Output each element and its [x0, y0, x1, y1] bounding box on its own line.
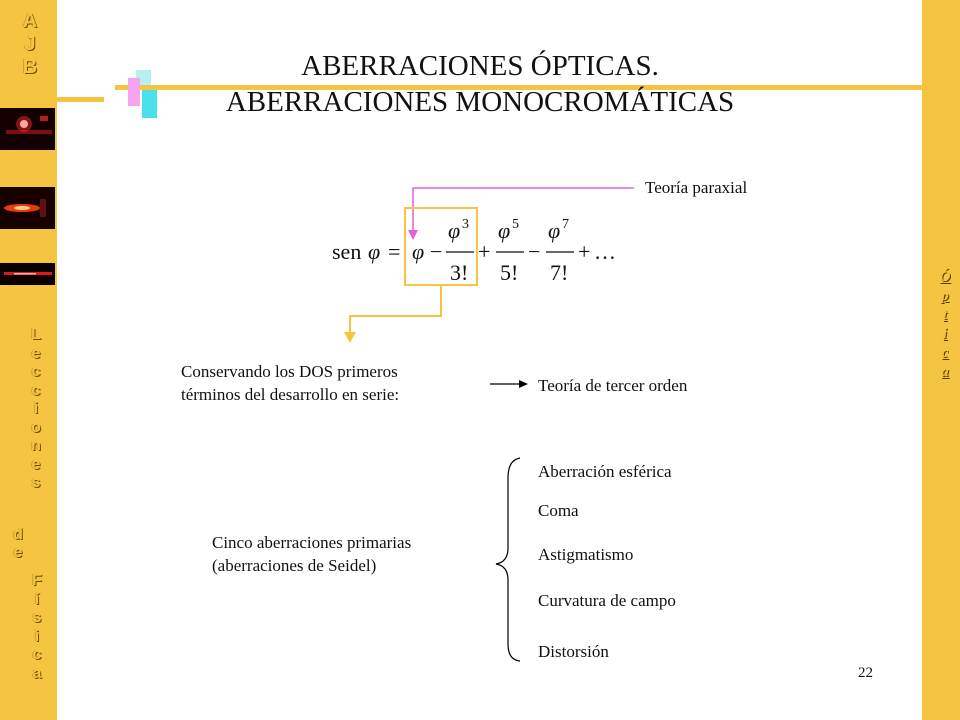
letter: d — [13, 526, 23, 543]
letter: c — [941, 345, 949, 361]
eq-ellipsis: … — [594, 239, 616, 264]
letter: c — [32, 646, 42, 663]
paraxial-arrow-head — [408, 230, 418, 240]
letter: p — [941, 288, 949, 304]
eq-exp-3: 3 — [462, 217, 469, 232]
eq-phi-lhs: φ — [368, 239, 380, 264]
taylor-series-equation: sen φ = φ − φ 3 3! + φ 5 5! − φ 7 7! + … — [332, 217, 616, 285]
letter: i — [942, 326, 948, 342]
letter: e — [13, 544, 23, 561]
eq-sign-1: − — [430, 239, 442, 264]
logo-letter: J — [24, 33, 36, 55]
paraxial-arrow — [412, 187, 634, 236]
eq-phi-5: φ — [498, 218, 510, 243]
eq-phi-3: φ — [448, 218, 460, 243]
eq-exp-7: 7 — [562, 217, 569, 232]
third-order-arrow-head — [519, 380, 528, 388]
letter: F — [32, 572, 42, 589]
letter: L — [31, 326, 41, 343]
letter: a — [32, 664, 42, 682]
keep-terms-line-1: Conservando los DOS primeros — [181, 362, 398, 381]
aberration-item: Distorsión — [538, 642, 609, 661]
eq-plus: + — [578, 239, 590, 264]
eq-exp-5: 5 — [512, 217, 519, 232]
logo-letter: A — [22, 10, 38, 32]
eq-den-1: 3! — [450, 260, 468, 285]
decor-square-pink — [128, 78, 140, 106]
header-rule-short — [57, 97, 104, 102]
right-sidebar — [922, 0, 960, 720]
aberrations-brace — [495, 457, 521, 662]
aberration-item: Coma — [538, 501, 579, 520]
letter: t — [942, 307, 948, 323]
letter: c — [31, 381, 41, 399]
aberration-item: Aberración esférica — [538, 462, 672, 481]
fisica-vertical-text: F í s i c a — [26, 572, 48, 683]
paraxial-theory-label: Teoría paraxial — [645, 178, 748, 197]
seidel-line-2: (aberraciones de Seidel) — [212, 556, 377, 575]
decor-square-cyan — [142, 90, 157, 118]
terms-arrow-head — [344, 332, 356, 343]
letter: s — [31, 474, 41, 491]
letter: e — [31, 344, 41, 362]
de-vertical-text: d e — [8, 526, 28, 562]
letter: s — [32, 609, 42, 626]
thumbnail-laser-image-1 — [0, 108, 55, 150]
thumbnail-laser-image-3 — [0, 263, 55, 285]
letter: i — [34, 627, 40, 645]
ajb-logo: A J B — [12, 10, 48, 79]
eq-den-3: 7! — [550, 260, 568, 285]
terms-arrow — [349, 285, 442, 336]
letter: a — [941, 364, 949, 380]
letter: n — [31, 437, 41, 454]
logo-letter: B — [22, 56, 38, 78]
optica-vertical-text: Ó p t i c a — [934, 268, 956, 382]
title-line-1: ABERRACIONES ÓPTICAS. — [301, 50, 659, 82]
third-order-theory-label: Teoría de tercer orden — [538, 376, 688, 395]
letter: i — [33, 400, 39, 417]
eq-den-2: 5! — [500, 260, 518, 285]
letter: Ó — [939, 269, 951, 285]
slide-title: ABERRACIONES ÓPTICAS. ABERRACIONES MONOC… — [150, 48, 810, 120]
eq-sen: sen — [332, 239, 361, 264]
thumbnail-laser-image-2 — [0, 187, 55, 229]
seidel-line-1: Cinco aberraciones primarias — [212, 533, 412, 552]
letter: í — [34, 590, 40, 608]
aberration-item: Astigmatismo — [538, 545, 634, 564]
eq-phi-1: φ — [412, 239, 424, 264]
letter: e — [31, 455, 41, 473]
aberration-item: Curvatura de campo — [538, 591, 676, 610]
letter: o — [31, 418, 41, 436]
eq-sign-3: − — [528, 239, 540, 264]
eq-phi-7: φ — [548, 218, 560, 243]
keep-terms-line-2: términos del desarrollo en serie: — [181, 385, 400, 404]
page-number: 22 — [858, 665, 873, 681]
letter: c — [31, 363, 41, 380]
eq-equals: = — [388, 239, 400, 264]
header-rule — [115, 85, 922, 90]
eq-sign-2: + — [478, 239, 490, 264]
lecciones-vertical-text: L e c c i o n e s — [22, 326, 50, 493]
title-line-2: ABERRACIONES MONOCROMÁTICAS — [225, 86, 735, 118]
